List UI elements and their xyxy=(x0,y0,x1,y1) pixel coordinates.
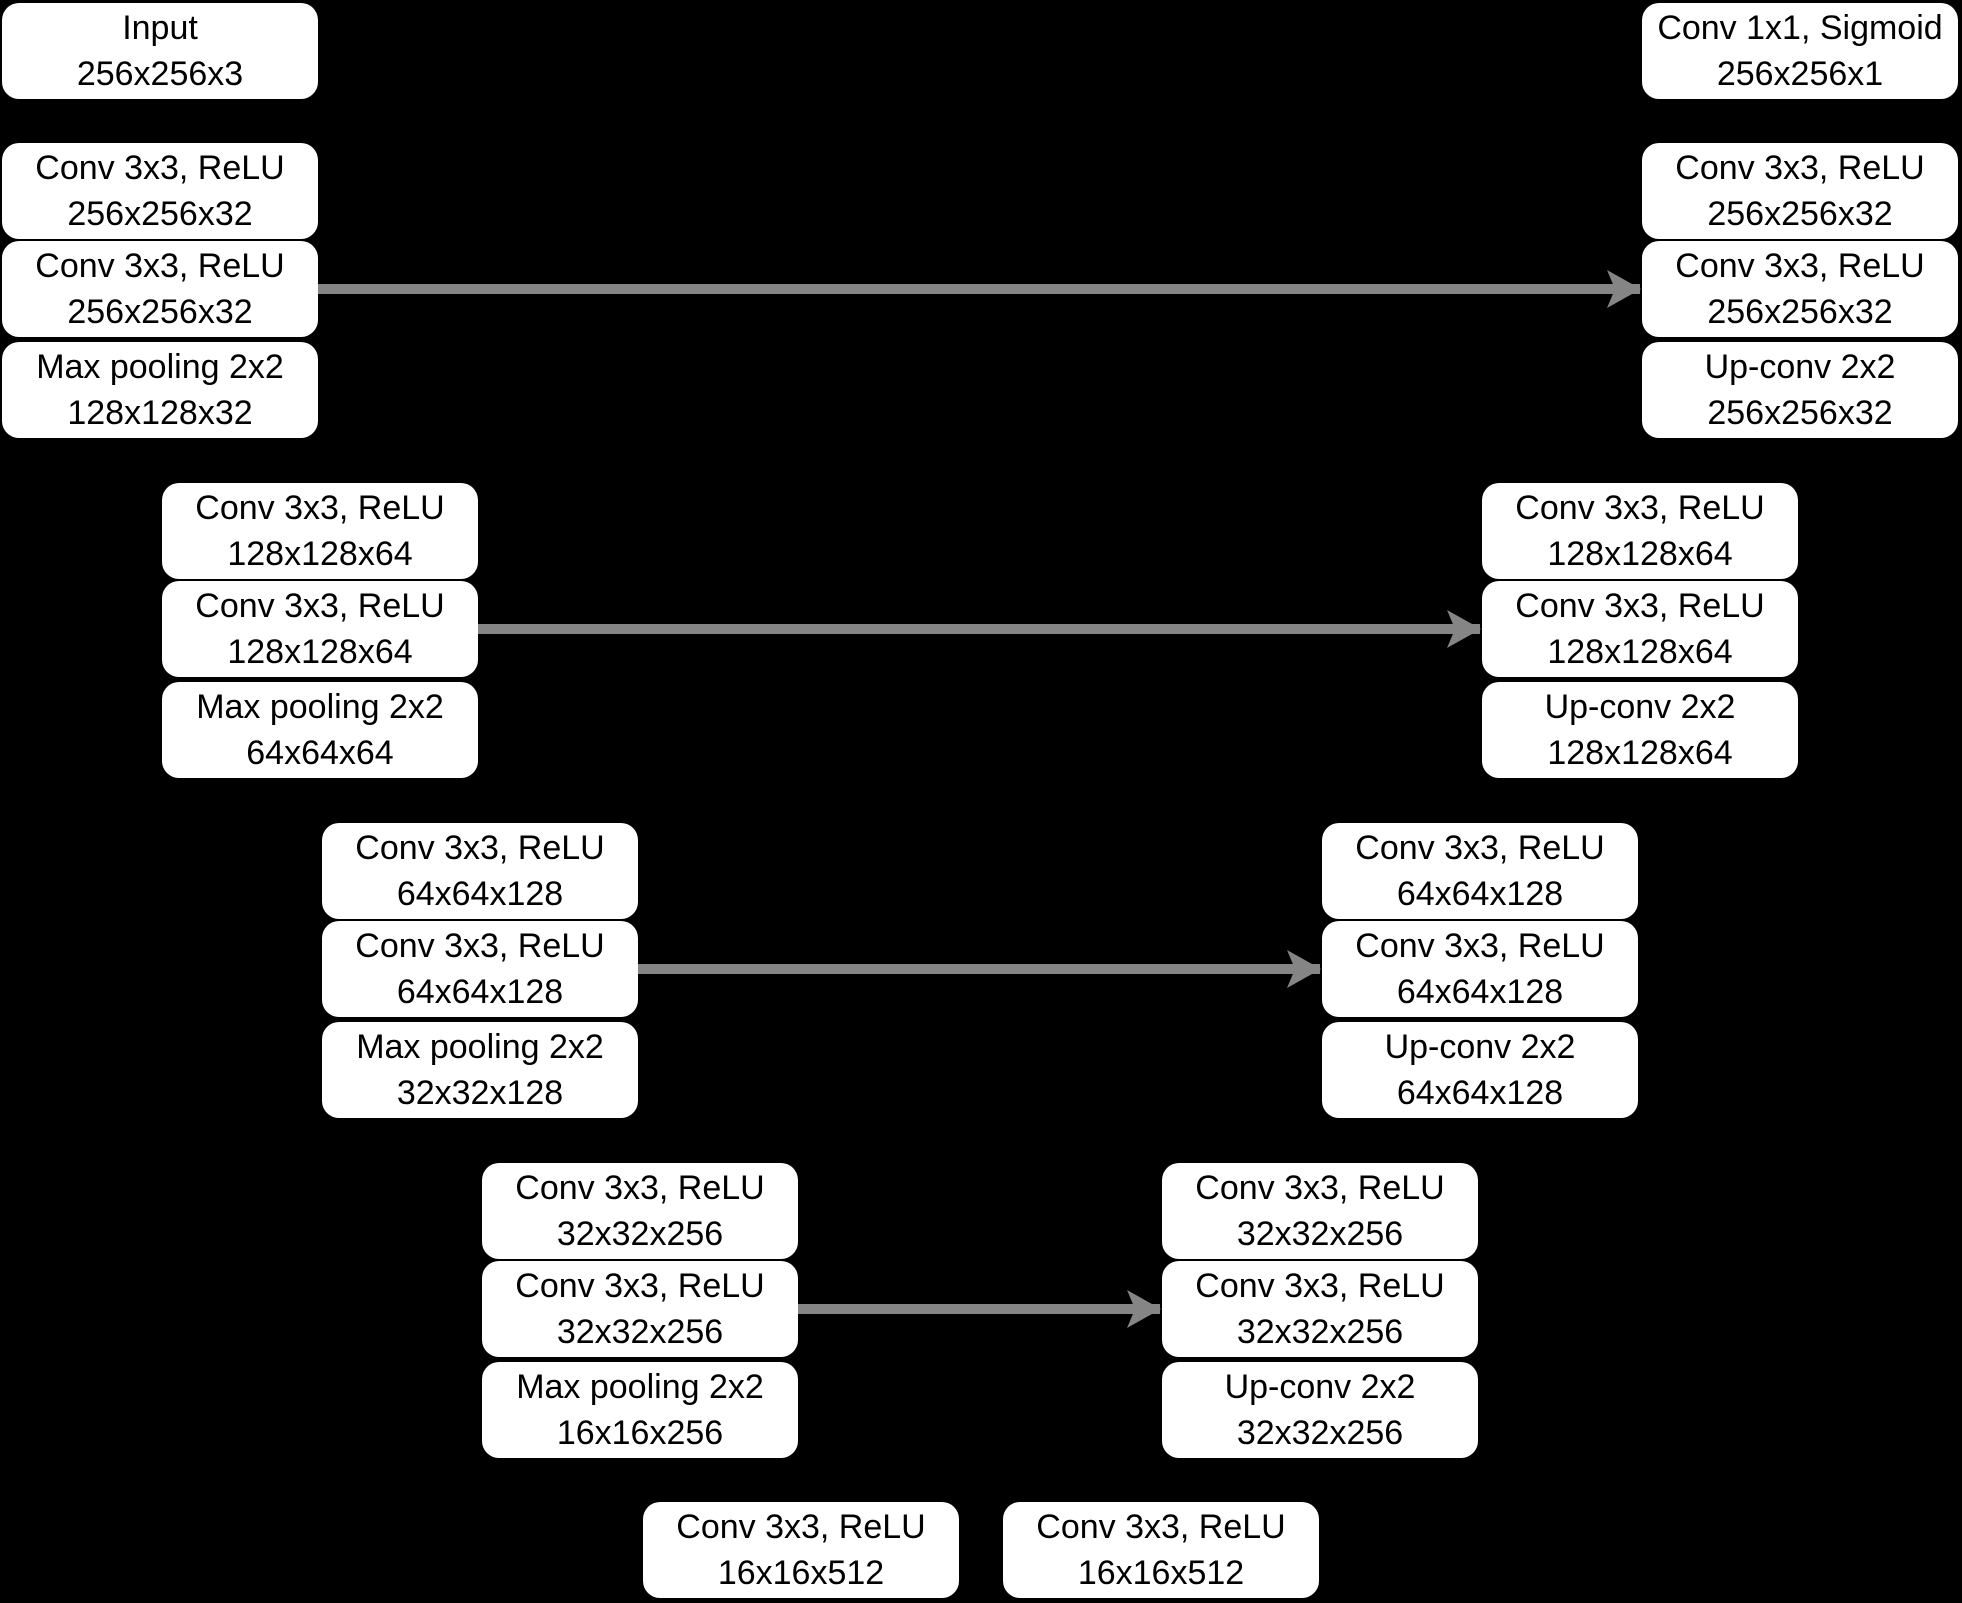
box-dims: 64x64x128 xyxy=(396,875,564,913)
box-dims: 64x64x128 xyxy=(396,973,564,1011)
box-label: Max pooling 2x2 xyxy=(36,348,284,386)
box-label: Conv 3x3, ReLU xyxy=(1036,1508,1286,1546)
encoder-level1-conv2-box: Conv 3x3, ReLU 256x256x32 xyxy=(2,241,318,337)
box-dims: 32x32x256 xyxy=(556,1215,724,1253)
box-label: Up-conv 2x2 xyxy=(1224,1368,1416,1406)
output-box: Conv 1x1, Sigmoid 256x256x1 xyxy=(1642,3,1958,99)
box-label: Conv 3x3, ReLU xyxy=(195,587,445,625)
decoder-level3-conv2-box: Conv 3x3, ReLU 64x64x128 xyxy=(1322,921,1638,1017)
bottleneck-conv1-box: Conv 3x3, ReLU 16x16x512 xyxy=(643,1502,959,1598)
box-label: Conv 3x3, ReLU xyxy=(1675,247,1925,285)
decoder-level3-conv1-box: Conv 3x3, ReLU 64x64x128 xyxy=(1322,823,1638,919)
box-label: Up-conv 2x2 xyxy=(1704,348,1896,386)
box-dims: 256x256x3 xyxy=(76,55,244,93)
box-label: Conv 3x3, ReLU xyxy=(515,1169,765,1207)
box-dims: 32x32x256 xyxy=(1236,1313,1404,1351)
box-label: Up-conv 2x2 xyxy=(1384,1028,1576,1066)
box-label: Conv 3x3, ReLU xyxy=(676,1508,926,1546)
box-dims: 64x64x128 xyxy=(1396,973,1564,1011)
box-dims: 128x128x64 xyxy=(227,535,413,573)
encoder-level4-maxpool-box: Max pooling 2x2 16x16x256 xyxy=(482,1362,798,1458)
encoder-level4-conv2-box: Conv 3x3, ReLU 32x32x256 xyxy=(482,1261,798,1357)
encoder-level1-maxpool-box: Max pooling 2x2 128x128x32 xyxy=(2,342,318,438)
box-dims: 32x32x256 xyxy=(1236,1414,1404,1452)
box-label: Conv 3x3, ReLU xyxy=(1675,149,1925,187)
box-label: Conv 3x3, ReLU xyxy=(1195,1169,1445,1207)
box-dims: 128x128x64 xyxy=(1547,633,1733,671)
box-dims: 32x32x256 xyxy=(1236,1215,1404,1253)
box-dims: 256x256x32 xyxy=(67,195,253,233)
box-label: Input xyxy=(122,9,198,47)
box-label: Conv 3x3, ReLU xyxy=(355,829,605,867)
box-label: Max pooling 2x2 xyxy=(196,688,444,726)
box-dims: 256x256x32 xyxy=(67,293,253,331)
box-dims: 128x128x64 xyxy=(1547,535,1733,573)
box-label: Conv 3x3, ReLU xyxy=(35,149,285,187)
box-dims: 256x256x32 xyxy=(1707,394,1893,432)
encoder-level2-conv2-box: Conv 3x3, ReLU 128x128x64 xyxy=(162,581,478,677)
encoder-level2-conv1-box: Conv 3x3, ReLU 128x128x64 xyxy=(162,483,478,579)
encoder-level1-conv1-box: Conv 3x3, ReLU 256x256x32 xyxy=(2,143,318,239)
box-label: Conv 3x3, ReLU xyxy=(195,489,445,527)
box-dims: 128x128x64 xyxy=(227,633,413,671)
box-label: Conv 1x1, Sigmoid xyxy=(1657,9,1943,47)
decoder-level1-upconv-box: Up-conv 2x2 256x256x32 xyxy=(1642,342,1958,438)
box-label: Conv 3x3, ReLU xyxy=(1515,587,1765,625)
box-dims: 256x256x32 xyxy=(1707,293,1893,331)
box-label: Conv 3x3, ReLU xyxy=(35,247,285,285)
encoder-level2-maxpool-box: Max pooling 2x2 64x64x64 xyxy=(162,682,478,778)
box-label: Conv 3x3, ReLU xyxy=(355,927,605,965)
box-label: Conv 3x3, ReLU xyxy=(1355,927,1605,965)
encoder-level3-conv1-box: Conv 3x3, ReLU 64x64x128 xyxy=(322,823,638,919)
box-label: Conv 3x3, ReLU xyxy=(1515,489,1765,527)
encoder-level3-maxpool-box: Max pooling 2x2 32x32x128 xyxy=(322,1022,638,1118)
box-dims: 16x16x256 xyxy=(556,1414,724,1452)
box-dims: 16x16x512 xyxy=(717,1554,885,1592)
decoder-level2-conv1-box: Conv 3x3, ReLU 128x128x64 xyxy=(1482,483,1798,579)
box-label: Max pooling 2x2 xyxy=(516,1368,764,1406)
box-dims: 64x64x128 xyxy=(1396,875,1564,913)
decoder-level2-upconv-box: Up-conv 2x2 128x128x64 xyxy=(1482,682,1798,778)
box-label: Conv 3x3, ReLU xyxy=(515,1267,765,1305)
encoder-level3-conv2-box: Conv 3x3, ReLU 64x64x128 xyxy=(322,921,638,1017)
bottleneck-conv2-box: Conv 3x3, ReLU 16x16x512 xyxy=(1003,1502,1319,1598)
input-box: Input 256x256x3 xyxy=(2,3,318,99)
decoder-level1-conv1-box: Conv 3x3, ReLU 256x256x32 xyxy=(1642,143,1958,239)
box-label: Up-conv 2x2 xyxy=(1544,688,1736,726)
box-label: Max pooling 2x2 xyxy=(356,1028,604,1066)
box-dims: 128x128x32 xyxy=(67,394,253,432)
box-dims: 256x256x32 xyxy=(1707,195,1893,233)
box-dims: 32x32x128 xyxy=(396,1074,564,1112)
decoder-level1-conv2-box: Conv 3x3, ReLU 256x256x32 xyxy=(1642,241,1958,337)
decoder-level4-conv2-box: Conv 3x3, ReLU 32x32x256 xyxy=(1162,1261,1478,1357)
box-dims: 64x64x64 xyxy=(246,734,394,772)
box-label: Conv 3x3, ReLU xyxy=(1355,829,1605,867)
decoder-level2-conv2-box: Conv 3x3, ReLU 128x128x64 xyxy=(1482,581,1798,677)
decoder-level3-upconv-box: Up-conv 2x2 64x64x128 xyxy=(1322,1022,1638,1118)
decoder-level4-conv1-box: Conv 3x3, ReLU 32x32x256 xyxy=(1162,1163,1478,1259)
box-dims: 64x64x128 xyxy=(1396,1074,1564,1112)
decoder-level4-upconv-box: Up-conv 2x2 32x32x256 xyxy=(1162,1362,1478,1458)
box-dims: 128x128x64 xyxy=(1547,734,1733,772)
box-dims: 16x16x512 xyxy=(1077,1554,1245,1592)
box-dims: 256x256x1 xyxy=(1716,55,1884,93)
box-dims: 32x32x256 xyxy=(556,1313,724,1351)
encoder-level4-conv1-box: Conv 3x3, ReLU 32x32x256 xyxy=(482,1163,798,1259)
box-label: Conv 3x3, ReLU xyxy=(1195,1267,1445,1305)
